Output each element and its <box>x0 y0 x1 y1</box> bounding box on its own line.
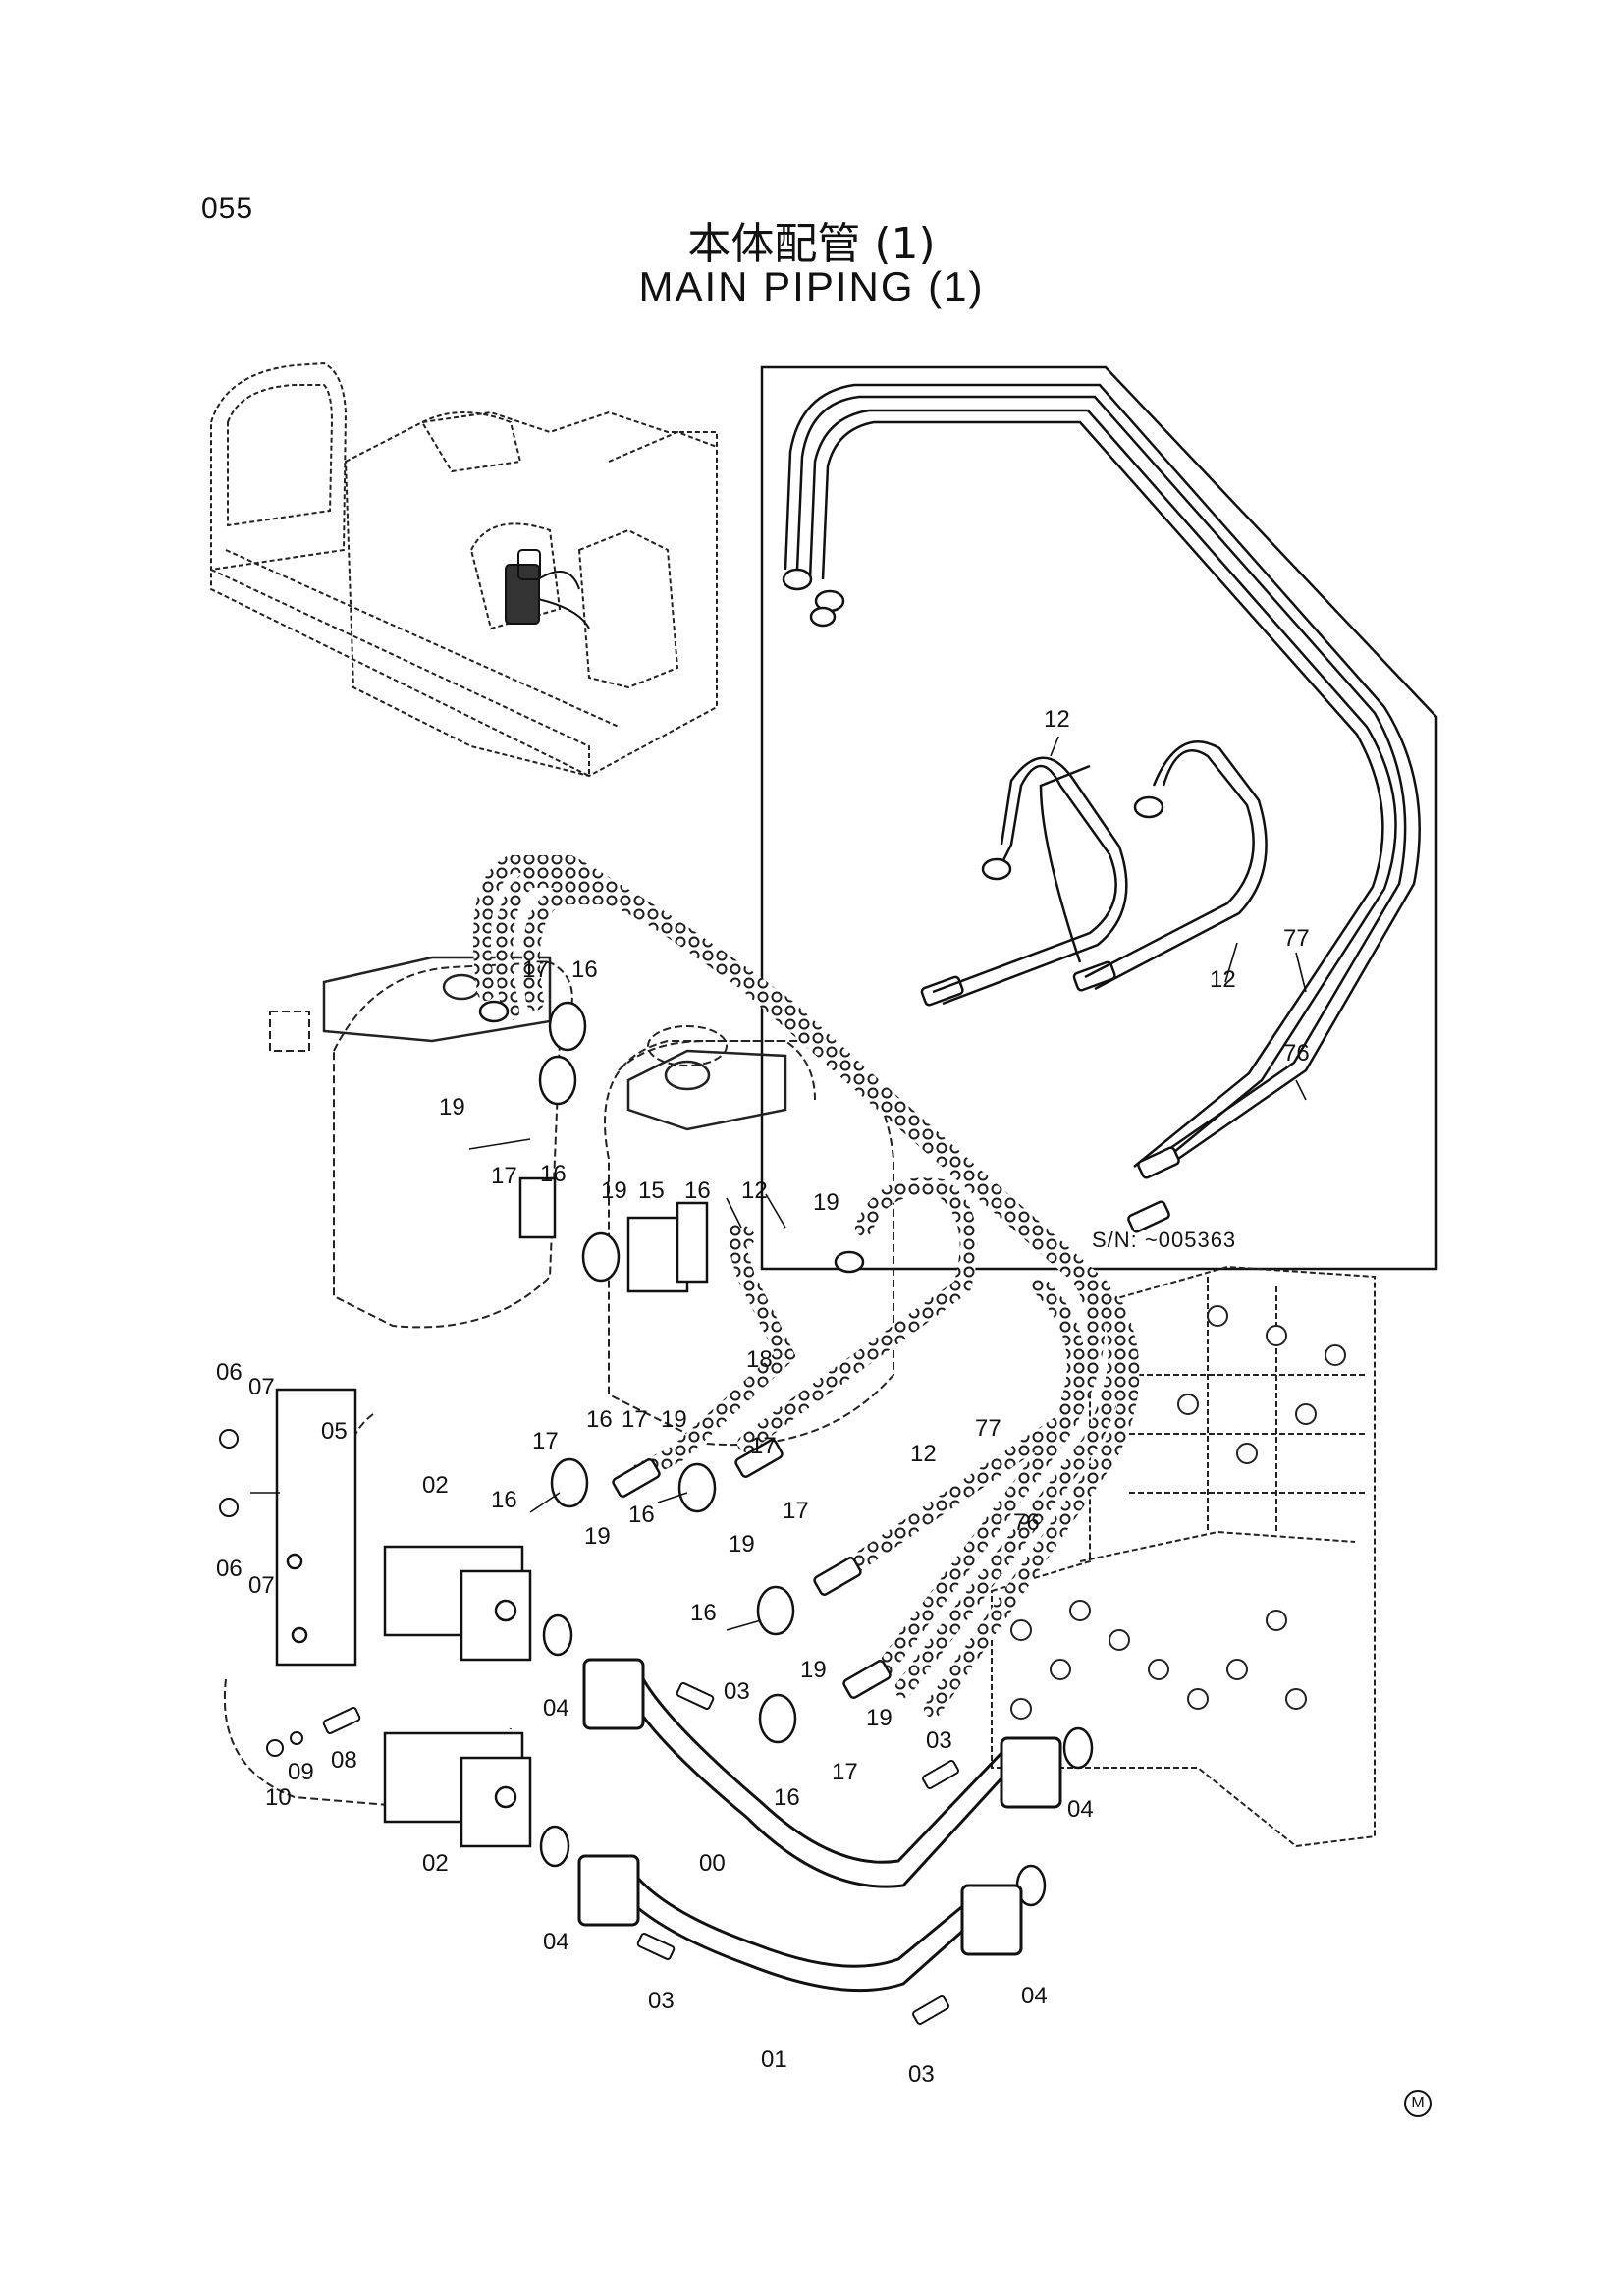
part-label: 19 <box>661 1406 687 1433</box>
part-label: 15 <box>638 1177 665 1204</box>
part-label: 17 <box>522 957 549 983</box>
hose-end-fittings <box>478 1000 892 1699</box>
part-label: 16 <box>491 1487 517 1513</box>
protected-hoses <box>472 855 1140 1718</box>
m-circle-mark: M <box>1404 2090 1432 2117</box>
part-label: 17 <box>491 1163 517 1189</box>
part-label: 03 <box>926 1727 952 1754</box>
part-label: 03 <box>724 1678 750 1705</box>
part-label: 17 <box>532 1428 559 1454</box>
steel-pipe-00 <box>582 1658 1062 1888</box>
part-label: 19 <box>601 1177 627 1204</box>
part-label: 76 <box>1013 1509 1040 1536</box>
part-label: 19 <box>729 1531 755 1558</box>
excavator-overview-sketch <box>210 361 718 778</box>
part-label: 02 <box>422 1472 449 1499</box>
part-label: 09 <box>288 1759 314 1785</box>
inset-long-hoses <box>784 383 1421 1175</box>
bolts <box>219 1429 959 2025</box>
serial-number-note: S/N: ~005363 <box>1092 1228 1237 1252</box>
part-label: 19 <box>813 1189 839 1216</box>
inset-hose-fittings <box>782 568 1180 1233</box>
part-label: 19 <box>866 1705 893 1731</box>
part-label: 04 <box>543 1929 569 1955</box>
excavator-highlight-valve <box>505 549 590 629</box>
part-label: 77 <box>1283 925 1310 952</box>
part-label: 04 <box>1067 1796 1094 1823</box>
part-label: 77 <box>975 1415 1001 1442</box>
part-labels: 12 12 77 76 17 16 19 17 16 19 15 16 12 1… <box>216 706 1310 2088</box>
part-label: 08 <box>331 1747 357 1774</box>
part-label: 04 <box>1021 1983 1048 2009</box>
part-label: 17 <box>750 1433 777 1459</box>
part-label: 76 <box>1283 1040 1310 1066</box>
page-title-english: MAIN PIPING (1) <box>638 263 985 309</box>
part-label: 07 <box>248 1374 275 1400</box>
page-title-japanese: 本体配管 (1) <box>687 219 936 269</box>
flange-parts <box>275 1001 797 1848</box>
part-label: 16 <box>586 1406 613 1433</box>
part-label: 05 <box>321 1418 348 1445</box>
part-label: 12 <box>910 1441 937 1467</box>
part-label: 06 <box>216 1556 243 1582</box>
part-label: 04 <box>543 1695 569 1722</box>
page-number: 055 <box>201 192 254 225</box>
part-label: 17 <box>832 1759 858 1785</box>
part-label: 12 <box>1210 966 1236 993</box>
inset-hose-12 <box>932 740 1268 1006</box>
steel-pipe-01 <box>577 1854 1023 1993</box>
part-label: 17 <box>622 1406 648 1433</box>
part-label: 03 <box>908 2061 935 2088</box>
part-label: 19 <box>800 1657 827 1683</box>
part-label: 19 <box>584 1523 611 1550</box>
part-label: 16 <box>628 1502 655 1528</box>
part-label: 16 <box>684 1177 711 1204</box>
part-label: 17 <box>783 1498 809 1524</box>
part-label: 12 <box>741 1177 768 1204</box>
control-valve-ports <box>1010 1305 1346 1720</box>
part-label: 06 <box>216 1359 243 1386</box>
part-label: 07 <box>248 1572 275 1599</box>
part-label: 16 <box>774 1784 800 1811</box>
part-label: 16 <box>571 957 598 983</box>
inset-frame <box>760 365 1438 1271</box>
part-label: 18 <box>746 1346 773 1373</box>
part-label: 12 <box>1044 706 1070 733</box>
part-label: 16 <box>690 1600 717 1626</box>
part-label: 10 <box>265 1784 292 1811</box>
part-label: 00 <box>699 1850 726 1877</box>
part-label: 01 <box>761 2047 787 2073</box>
part-label: 16 <box>540 1161 567 1187</box>
part-label: 19 <box>439 1094 465 1121</box>
part-label: 02 <box>422 1850 449 1877</box>
leader-lines <box>250 736 1307 1631</box>
part-label: 03 <box>648 1988 675 2014</box>
